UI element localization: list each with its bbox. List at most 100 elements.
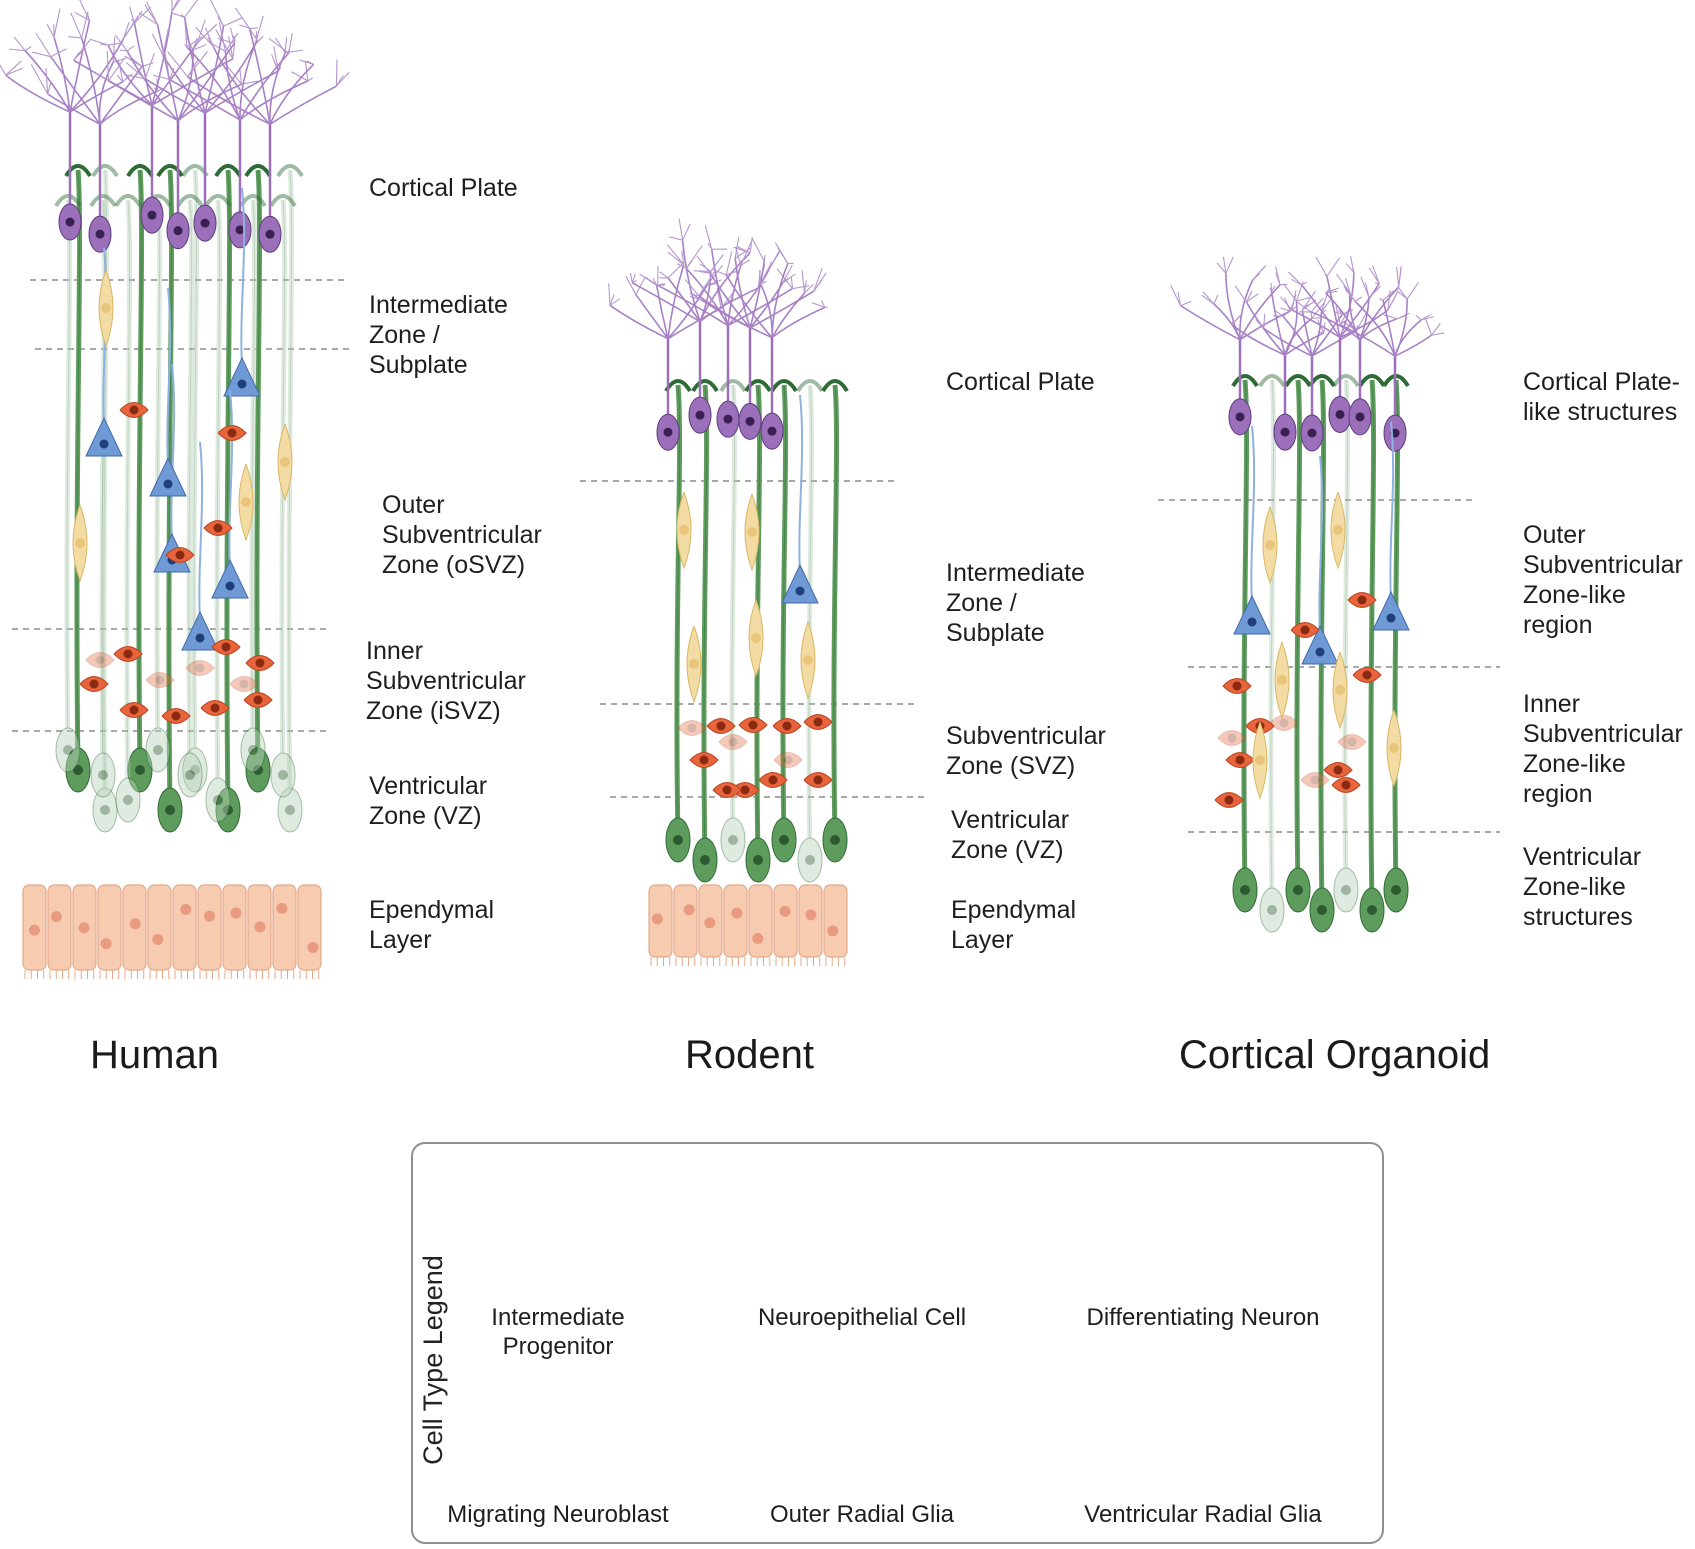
dendrite-twig [768, 249, 782, 270]
dendrite-branch [771, 306, 826, 339]
dendrite-twig [153, 74, 170, 81]
dendrite-twig [659, 271, 669, 279]
outer-radial-glia [1372, 421, 1410, 631]
cell-nucleus [779, 835, 789, 845]
dendrite-branch [69, 20, 91, 113]
dendrite-branch [655, 285, 669, 339]
dendrite-twig [813, 268, 823, 292]
cell-nucleus [813, 775, 823, 785]
cell-nucleus [155, 675, 165, 685]
cell-nucleus [265, 229, 275, 239]
dendrite-twig [13, 36, 26, 51]
cell-nucleus [75, 538, 85, 548]
radial-glia-soma [177, 752, 203, 798]
legend-label-intermediate-progenitor: Intermediate Progenitor [491, 1304, 625, 1360]
radial-glia-soma [1259, 887, 1285, 933]
endfoot [1358, 374, 1386, 388]
ventricular-radial-glia [691, 379, 719, 883]
dendrite-twig [31, 51, 51, 58]
endfoot [719, 379, 747, 393]
dendrite-twig [241, 80, 258, 85]
dendrite-twig [726, 270, 737, 276]
cell-nucleus [241, 497, 251, 507]
rodent-zone-svz: Subventricular Zone (SVZ) [946, 722, 1106, 780]
ventricular-radial-glia [181, 164, 209, 793]
dendrite-branch [224, 51, 241, 121]
endfoot [276, 164, 304, 178]
basal-fiber [170, 363, 176, 543]
org-soma [223, 356, 261, 397]
dendrite-twig [1344, 288, 1356, 302]
dendrite-twig [759, 270, 762, 284]
cell-nucleus [248, 745, 258, 755]
dendrite-twig [1280, 296, 1293, 311]
radial-fiber-edge [833, 384, 838, 841]
dendrite-branch [47, 93, 101, 125]
dendrite-twig [1372, 265, 1380, 284]
dendrite-twig [122, 16, 139, 40]
intermediate-progenitor [803, 772, 833, 788]
migrating-neuroblast [98, 269, 114, 348]
cell-nucleus [95, 655, 105, 665]
dendrite-twig [210, 0, 225, 27]
cell-nucleus [1277, 675, 1287, 685]
dendrite-branch [248, 28, 271, 125]
dendrite-twig [116, 74, 124, 83]
endfoot [89, 194, 117, 208]
organoid-zone-cortical-plate: Cortical Plate- like structures [1523, 368, 1680, 426]
dendrite-twig [112, 37, 116, 63]
radial-fiber [214, 199, 223, 801]
organoid-zone-vz: Ventricular Zone-like structures [1523, 843, 1642, 931]
dendrite-branch [759, 283, 773, 338]
radial-fiber [101, 169, 110, 811]
dendrite-twig [1311, 302, 1325, 319]
dendrite-twig [820, 300, 826, 308]
radial-fiber-edge [256, 169, 261, 771]
dendrite-twig [749, 237, 753, 254]
dendrite-branch [609, 304, 669, 340]
cell-nucleus [1232, 681, 1242, 691]
radial-fiber [186, 199, 195, 776]
cell-nucleus [89, 679, 99, 689]
dendrite-branch [144, 78, 206, 114]
cell-nucleus [253, 695, 263, 705]
dendrite-twig [734, 247, 751, 259]
basal-fiber [228, 389, 234, 569]
dendrite-branch [24, 50, 71, 113]
dendrite-branch [177, 83, 242, 122]
dendrite-twig [1225, 256, 1234, 274]
dendrite-twig [285, 49, 304, 54]
ip-soma [1269, 715, 1299, 731]
dendrite-twig [712, 268, 727, 276]
dendrite-twig [144, 53, 155, 79]
differentiating-neuron [689, 236, 827, 440]
dendrite-branch [1225, 273, 1241, 341]
cell-nucleus [651, 913, 663, 925]
dendrite-twig [1339, 318, 1348, 326]
legend-label-outer-radial-glia: Outer Radial Glia [769, 1501, 955, 1528]
dendrite-twig [803, 279, 807, 294]
dendrite-twig [1326, 257, 1341, 277]
dendrite-twig [631, 273, 636, 283]
ventricular-radial-glia [1308, 374, 1336, 933]
cell-nucleus [280, 457, 290, 467]
dendrite-twig [682, 223, 691, 241]
ventricular-radial-glia [156, 164, 184, 833]
cell-nucleus [728, 835, 738, 845]
dendrite-twig [275, 37, 286, 54]
dendrite-twig [1397, 286, 1408, 300]
dendrite-twig [335, 75, 344, 87]
dendrite-twig [667, 251, 685, 266]
radial-fiber-edge [288, 169, 293, 811]
cell-nucleus [230, 907, 242, 919]
ventricular-radial-glia [269, 194, 297, 798]
radial-glia-soma [55, 727, 81, 773]
cell-nucleus [1280, 427, 1290, 437]
dendrite-twig [306, 60, 314, 65]
cell-nucleus [213, 795, 223, 805]
dendrite-twig [24, 46, 32, 52]
cell-nucleus [1317, 905, 1327, 915]
dendrite-branch [698, 295, 773, 339]
neuroepithelial-cell [748, 884, 773, 958]
basal-fiber [798, 394, 804, 574]
